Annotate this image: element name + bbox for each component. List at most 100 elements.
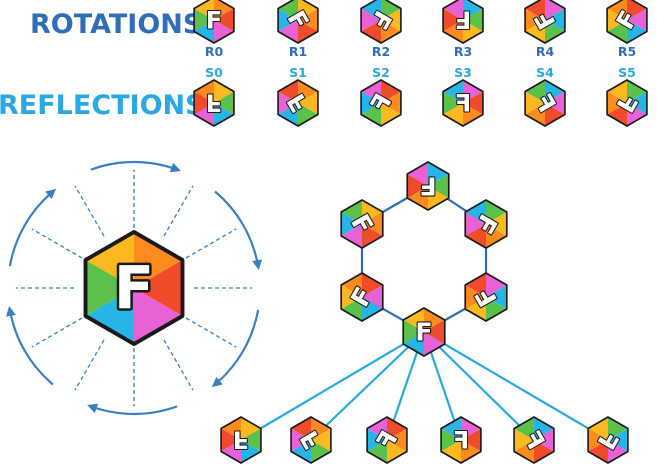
hex-sector <box>626 103 647 127</box>
hex-outline <box>402 307 446 357</box>
hex-sector <box>85 260 134 316</box>
hex-sector <box>341 224 362 248</box>
hex-sector <box>278 20 299 44</box>
hex-sector <box>441 428 461 452</box>
hex-sector <box>465 285 486 309</box>
hex-outline <box>442 79 484 127</box>
hex-sector <box>486 212 507 236</box>
hex-outline <box>366 416 408 464</box>
hex-sector <box>407 162 428 186</box>
hex-sector <box>134 288 183 344</box>
hex-sector <box>194 103 214 126</box>
rotation-label-r0: R0 <box>205 44 224 59</box>
hex-sector <box>134 260 183 316</box>
reflections-title: REFLECTIONS <box>0 90 205 121</box>
rotation-arrow <box>214 190 262 271</box>
hex-outline <box>83 230 185 346</box>
hex-sector <box>463 8 483 32</box>
fan-edge <box>423 331 609 441</box>
hex-sector <box>461 428 481 452</box>
rotations-title: ROTATIONS <box>30 9 202 40</box>
hex-sector <box>311 440 331 464</box>
letter-f-glyph: F <box>453 426 470 454</box>
cycle-hex-1: F <box>464 199 508 249</box>
fan-hex-2: F <box>366 416 408 464</box>
reflection-hex-s1: F <box>277 79 319 127</box>
hex-sector <box>424 308 445 332</box>
hex-sector <box>278 91 298 115</box>
hex-sector <box>214 91 234 115</box>
hex-sector <box>607 79 628 103</box>
hex-sector <box>380 20 401 44</box>
hex-sector <box>607 8 627 32</box>
hex-sector <box>525 20 546 44</box>
rotation-label-r2: R2 <box>372 44 390 59</box>
cycle-hex-4: F <box>340 272 384 322</box>
hex-sector <box>291 428 311 452</box>
reflection-label-s3: S3 <box>454 65 472 80</box>
hex-sector <box>486 224 507 248</box>
hex-outline <box>220 416 262 464</box>
hex-sector <box>534 440 554 464</box>
cycle-hex-0: F <box>406 161 450 211</box>
hex-sector <box>534 428 554 452</box>
hex-sector <box>278 79 298 103</box>
hex-sector <box>361 0 382 20</box>
symmetry-axis-guide <box>74 185 105 237</box>
hex-sector <box>361 20 381 44</box>
hex-sector <box>461 417 481 440</box>
cycle-hex-2: F <box>464 272 508 322</box>
hex-sector <box>485 297 507 321</box>
hex-sector <box>298 91 318 115</box>
cycle-hex-3: F <box>402 307 446 357</box>
hex-outline <box>340 199 384 249</box>
hex-sector <box>387 428 407 452</box>
hex-sector <box>545 103 565 127</box>
hex-sector <box>341 200 363 224</box>
rotation-hex-r1: F <box>277 0 319 44</box>
hex-sector <box>362 200 383 224</box>
hex-sector <box>311 428 331 452</box>
letter-f-glyph: F <box>114 253 154 322</box>
reflection-hex-s5: F <box>606 79 648 127</box>
hex-sector <box>525 103 546 127</box>
hex-sector <box>214 8 234 32</box>
hex-sector <box>298 8 318 32</box>
rotation-hex-r2: F <box>360 0 402 44</box>
hex-sector <box>627 91 647 115</box>
reflection-label-s4: S4 <box>536 65 554 80</box>
fan-hex-4: F <box>513 416 555 464</box>
hex-sector <box>403 332 424 356</box>
reflection-label-s1: S1 <box>289 65 307 80</box>
hex-sector <box>221 440 241 463</box>
hex-sector <box>443 91 463 115</box>
hex-sector <box>627 79 647 103</box>
hex-sector <box>461 440 481 463</box>
letter-f-glyph: F <box>233 426 250 454</box>
symmetry-axis-guide <box>31 317 83 348</box>
fan-edge <box>310 331 425 441</box>
rotation-label-r1: R1 <box>289 44 307 59</box>
hex-sector <box>381 0 401 20</box>
hex-sector <box>608 416 628 440</box>
hex-sector <box>607 440 628 464</box>
reflection-hex-s0: F <box>193 79 235 127</box>
hex-sector <box>241 440 261 463</box>
hex-sector <box>214 80 234 103</box>
fan-hex-3: F <box>440 416 482 464</box>
center-hex-large: F <box>83 230 185 346</box>
hex-sector <box>424 320 445 344</box>
symmetry-axis-guide <box>74 339 105 391</box>
hex-sector <box>361 224 383 248</box>
reflection-hex-s4: F <box>524 79 566 127</box>
hex-sector <box>297 0 318 20</box>
rotation-label-r4: R4 <box>536 44 555 59</box>
hex-sector <box>486 273 507 297</box>
rotation-hex-r5: F <box>606 0 648 44</box>
hex-sector <box>386 440 407 464</box>
hex-sector <box>545 91 565 115</box>
hex-sector <box>361 79 382 103</box>
hex-sector <box>428 174 449 198</box>
hex-sector <box>298 103 318 127</box>
hex-outline <box>524 79 566 127</box>
